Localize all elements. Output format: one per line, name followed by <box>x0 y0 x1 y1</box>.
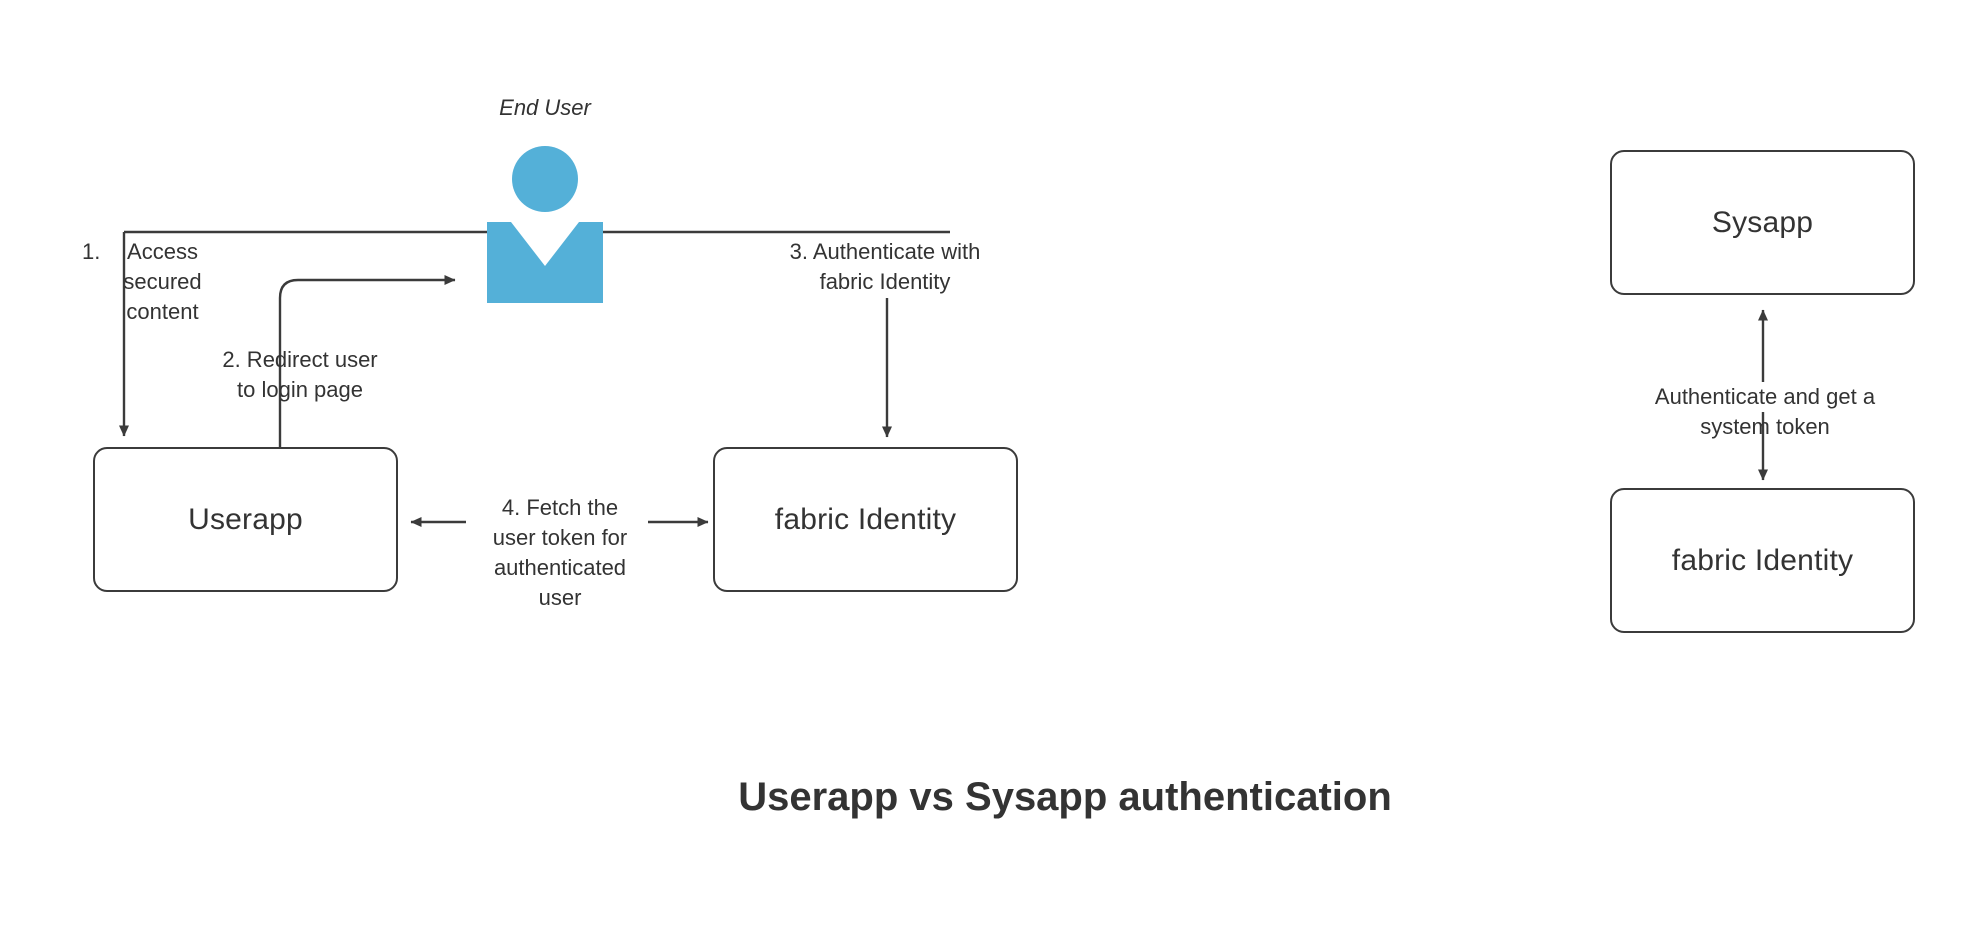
node-sysapp[interactable]: Sysapp <box>1610 150 1915 295</box>
edge-step2-label: 2. Redirect user to login page <box>222 347 378 402</box>
user-actor-icon <box>487 146 603 303</box>
node-fabric-identity-2-label: fabric Identity <box>1671 543 1854 577</box>
node-fabric-identity-2[interactable]: fabric Identity <box>1610 488 1915 633</box>
node-userapp-label: Userapp <box>188 502 303 536</box>
node-userapp[interactable]: Userapp <box>93 447 398 592</box>
edge-sysapp-auth-label: Authenticate and get a system token <box>1654 384 1876 439</box>
node-fabric-identity-label: fabric Identity <box>774 502 957 536</box>
edge-step3-label: 3. Authenticate with fabric Identity <box>789 239 981 294</box>
node-sysapp-label: Sysapp <box>1711 205 1814 239</box>
page-title: Userapp vs Sysapp authentication <box>738 775 1392 819</box>
edge-step1 <box>119 230 487 437</box>
edge-step1-number: 1. <box>82 239 101 264</box>
edge-step3 <box>600 230 950 438</box>
actor-caption-end-user: End User <box>499 95 591 120</box>
edge-step2 <box>278 275 456 447</box>
edge-step4-label: 4. Fetch the user token for authenticate… <box>492 495 628 610</box>
node-fabric-identity[interactable]: fabric Identity <box>713 447 1018 592</box>
edge-step1-label: Access secured content <box>123 239 202 324</box>
